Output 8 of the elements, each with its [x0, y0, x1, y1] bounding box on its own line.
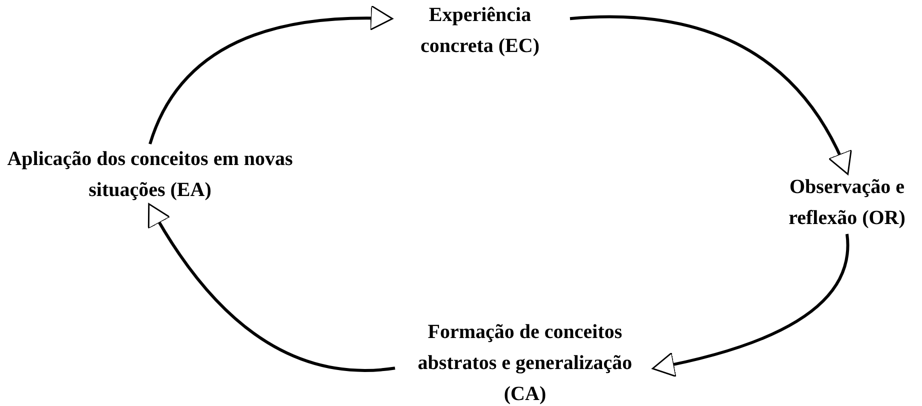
stage-label: Observação e reflexão (OR): [772, 172, 922, 234]
curved-arrow: [652, 234, 850, 377]
stage-label: Experiência concreta (EC): [390, 0, 570, 62]
curved-arrow: [570, 15, 851, 175]
stage-label: Aplicação dos conceitos em novas situações (EA): [0, 144, 300, 206]
curved-arrow: [148, 6, 394, 145]
curved-arrow: [148, 203, 396, 372]
stage-label: Formação de conceitos abstratos e generalização (CA): [395, 317, 655, 406]
